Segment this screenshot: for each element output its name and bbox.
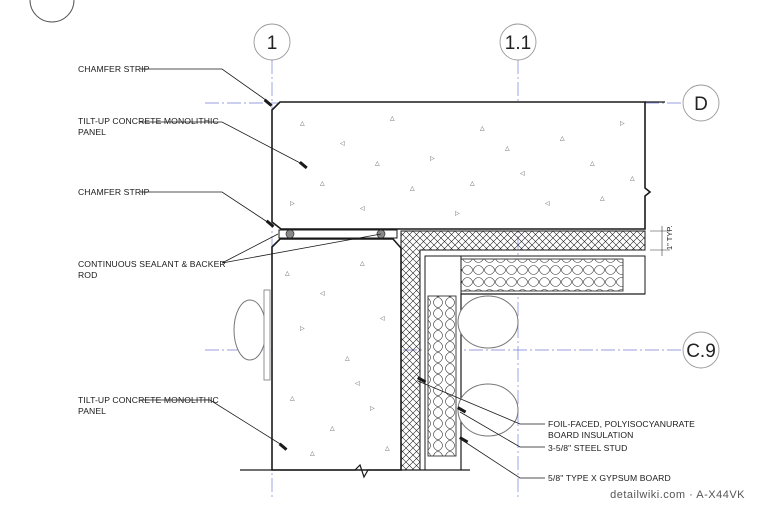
label-insulation-1: FOIL-FACED, POLYISOCYANURATE	[548, 419, 695, 429]
svg-text:▷: ▷	[290, 201, 295, 207]
label-insulation-2: BOARD INSULATION	[548, 430, 633, 440]
grid-label-1-1: 1.1	[505, 33, 531, 54]
watermark: detailwiki.com · A-X44VK	[610, 489, 745, 501]
svg-text:◁: ◁	[380, 316, 385, 322]
svg-text:◁: ◁	[520, 171, 525, 177]
svg-text:◁: ◁	[355, 381, 360, 387]
grid-label-d: D	[694, 94, 708, 115]
grid-bubble-d: D	[682, 84, 720, 122]
label-panel-bottom-2: PANEL	[78, 406, 106, 416]
svg-text:◁: ◁	[360, 206, 365, 212]
svg-text:▷: ▷	[370, 406, 375, 412]
svg-text:△: △	[470, 181, 475, 187]
watermark-mask	[590, 484, 760, 504]
svg-text:△: △	[345, 356, 350, 362]
grid-bubble-c9: C.9	[682, 331, 720, 369]
pipe-bracket	[263, 289, 271, 381]
leaders	[140, 68, 545, 479]
grid-label-c9: C.9	[686, 341, 716, 362]
panel-joint	[278, 229, 398, 239]
svg-text:◁: ◁	[340, 141, 345, 147]
svg-text:▷: ▷	[300, 326, 305, 332]
label-panel-top-1: TILT-UP CONCRETE MONOLITHIC	[78, 116, 219, 126]
svg-text:△: △	[360, 261, 365, 267]
grid-bubble-1: 1	[253, 23, 291, 61]
svg-text:◁: ◁	[320, 291, 325, 297]
svg-text:△: △	[410, 186, 415, 192]
lower-panel-aggregate: △ ◁ △ ▷ △ ◁ △ △ ▷ △ △ ◁	[285, 261, 390, 457]
svg-text:◁: ◁	[545, 201, 550, 207]
lower-concrete-panel	[271, 238, 402, 471]
svg-text:▷: ▷	[455, 211, 460, 217]
svg-text:△: △	[385, 446, 390, 452]
label-gypsum: 5/8" TYPE X GYPSUM BOARD	[548, 473, 671, 483]
svg-text:△: △	[480, 126, 485, 132]
svg-text:△: △	[505, 146, 510, 152]
svg-text:△: △	[630, 176, 635, 182]
label-chamfer-top: CHAMFER STRIP	[78, 64, 150, 74]
grid-label-1: 1	[267, 33, 278, 54]
svg-text:△: △	[390, 116, 395, 122]
wall-batt	[427, 295, 457, 457]
label-panel-top-2: PANEL	[78, 127, 106, 137]
annotations: CHAMFER STRIP TILT-UP CONCRETE MONOLITHI…	[78, 64, 695, 483]
upper-concrete-panel	[271, 101, 652, 230]
label-sealant-1: CONTINUOUS SEALANT & BACKER	[78, 259, 226, 269]
grid-bubble-1-1: 1.1	[499, 23, 537, 61]
pipe-lower	[457, 383, 519, 437]
break-line-bottom	[240, 463, 470, 479]
upper-panel-aggregate: △ ◁ △ ▷ △ ◁ △ △ ▷ △ ◁ △ ▷ △ ◁ △ △ ▷ △ △	[290, 116, 635, 217]
svg-text:△: △	[600, 196, 605, 202]
svg-text:▷: ▷	[430, 156, 435, 162]
dimension-label: 1" TYP.	[665, 226, 674, 251]
svg-text:△: △	[320, 181, 325, 187]
label-panel-bottom-1: TILT-UP CONCRETE MONOLITHIC	[78, 395, 219, 405]
pipe-exterior	[233, 299, 267, 361]
label-sealant-2: ROD	[78, 270, 97, 280]
pipe-upper	[457, 295, 519, 349]
leader-ticks	[263, 98, 469, 451]
svg-text:△: △	[310, 451, 315, 457]
partial-bubble	[29, 0, 75, 23]
svg-text:▷: ▷	[620, 121, 625, 127]
ceiling-batt	[459, 258, 624, 292]
label-chamfer-mid: CHAMFER STRIP	[78, 187, 150, 197]
svg-text:△: △	[560, 136, 565, 142]
dimension-1-typ: 1" TYP.	[650, 226, 674, 256]
svg-text:△: △	[285, 271, 290, 277]
svg-text:△: △	[300, 121, 305, 127]
svg-text:△: △	[375, 161, 380, 167]
svg-text:△: △	[290, 396, 295, 402]
backer-rod-left	[285, 229, 295, 239]
label-stud: 3-5/8" STEEL STUD	[548, 443, 627, 453]
svg-text:△: △	[590, 161, 595, 167]
svg-text:△: △	[330, 426, 335, 432]
